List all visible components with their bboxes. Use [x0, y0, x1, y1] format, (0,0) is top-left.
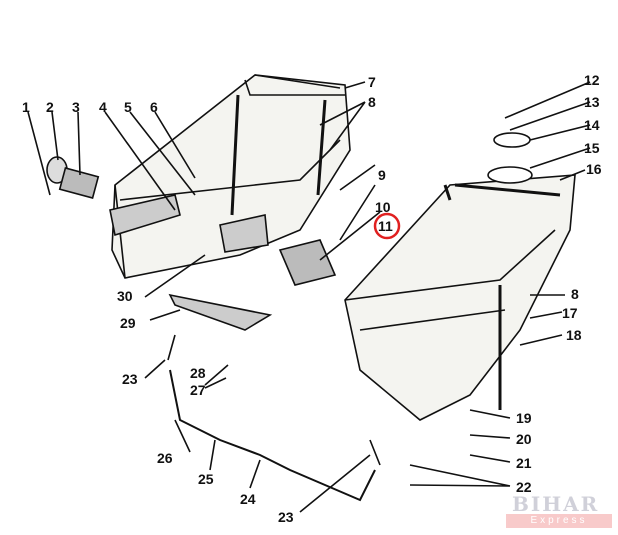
label-8-right: 8: [571, 286, 579, 302]
label-29: 29: [120, 315, 136, 331]
label-25: 25: [198, 471, 214, 487]
label-23: 23: [278, 509, 294, 525]
label-21: 21: [516, 455, 532, 471]
label-7: 7: [368, 74, 376, 90]
label-5: 5: [124, 99, 132, 115]
watermark-subtitle: Express: [506, 514, 612, 528]
label-30: 30: [117, 288, 133, 304]
label-26: 26: [157, 450, 173, 466]
label-2: 2: [46, 99, 54, 115]
label-28: 28: [190, 365, 206, 381]
label-1: 1: [22, 99, 30, 115]
label-23-left: 23: [122, 371, 138, 387]
label-18: 18: [566, 327, 582, 343]
label-20: 20: [516, 431, 532, 447]
label-3: 3: [72, 99, 80, 115]
label-9: 9: [378, 167, 386, 183]
label-12: 12: [584, 72, 600, 88]
label-27: 27: [190, 382, 206, 398]
label-17: 17: [562, 305, 578, 321]
watermark-title: BIHAR: [512, 492, 600, 516]
label-24: 24: [240, 491, 256, 507]
right-fuel-tank: [344, 132, 576, 421]
label-6: 6: [150, 99, 158, 115]
label-15: 15: [584, 140, 600, 156]
label-4: 4: [99, 99, 107, 115]
label-10: 10: [375, 199, 391, 215]
watermark-logo: BIHAR Express: [506, 492, 612, 532]
label-13: 13: [584, 94, 600, 110]
label-11: 11: [378, 218, 393, 234]
left-fuel-tank: [111, 74, 351, 279]
label-8: 8: [368, 94, 376, 110]
label-19: 19: [516, 410, 532, 426]
highlight-circle: [373, 212, 401, 240]
label-14: 14: [584, 117, 600, 133]
label-16: 16: [586, 161, 602, 177]
label-22: 22: [516, 479, 532, 495]
